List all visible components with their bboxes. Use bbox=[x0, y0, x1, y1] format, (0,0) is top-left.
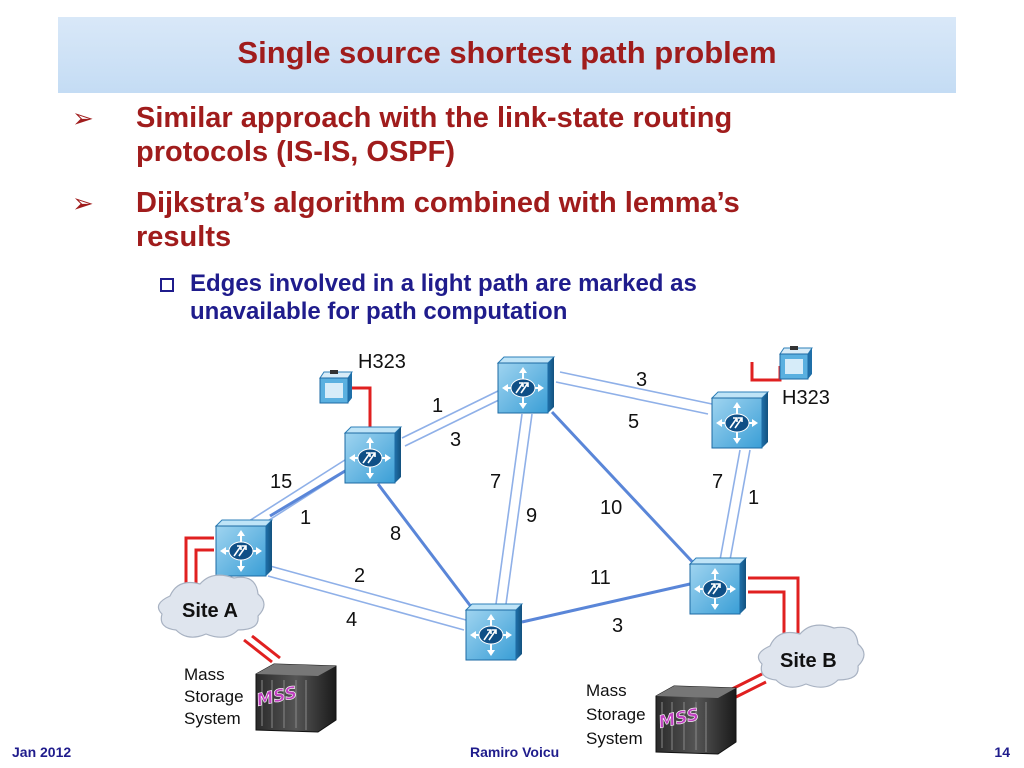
edge-weight: 10 bbox=[600, 497, 622, 519]
mass-storage-right: MSS Mass Storage System bbox=[586, 681, 737, 755]
sub-bullet-line2: unavailable for path computation bbox=[190, 298, 568, 325]
edge-weight: 1 bbox=[300, 507, 311, 529]
edge-weight: 9 bbox=[526, 505, 537, 527]
site-a-cloud: Site A bbox=[157, 574, 265, 638]
edge-weights: 1 3 3 5 15 1 7 9 10 7 1 8 2 4 11 3 bbox=[270, 369, 759, 637]
site-b-label: Site B bbox=[780, 650, 837, 672]
bullet-arrow-icon: ➢ bbox=[72, 189, 94, 219]
edge-weight: 1 bbox=[748, 487, 759, 509]
router-icon bbox=[497, 356, 555, 414]
router-icon bbox=[711, 391, 769, 449]
bullet-1-line2: protocols (IS-IS, OSPF) bbox=[136, 136, 456, 168]
router-icon bbox=[689, 557, 747, 615]
edge-weight: 2 bbox=[354, 565, 365, 587]
edge-weight: 8 bbox=[390, 523, 401, 545]
h323-left-label: H323 bbox=[358, 351, 406, 373]
h323-right-label: H323 bbox=[782, 387, 830, 409]
router-icon bbox=[344, 426, 402, 484]
footer-author: Ramiro Voicu bbox=[470, 744, 560, 760]
edge-weight: 3 bbox=[450, 429, 461, 451]
footer-date: Jan 2012 bbox=[12, 744, 72, 760]
mss-right-line1: Mass bbox=[586, 681, 627, 700]
site-a-label: Site A bbox=[182, 600, 238, 622]
title-bar: Single source shortest path problem bbox=[58, 17, 956, 93]
h323-terminal-icon bbox=[319, 370, 353, 404]
mss-left-line2: Storage bbox=[184, 687, 244, 706]
slide-title: Single source shortest path problem bbox=[237, 35, 777, 70]
site-b-cloud: Site B bbox=[757, 624, 865, 688]
mass-storage-left: MSS Mass Storage System bbox=[184, 663, 337, 733]
router-icon bbox=[465, 603, 523, 661]
bullet-1-line1: Similar approach with the link-state rou… bbox=[136, 102, 733, 134]
sub-bullet-line1: Edges involved in a light path are marke… bbox=[190, 270, 697, 297]
mss-right-line2: Storage bbox=[586, 705, 646, 724]
edge-weight: 3 bbox=[636, 369, 647, 391]
bullet-arrow-icon: ➢ bbox=[72, 104, 94, 134]
edge-weight: 7 bbox=[490, 471, 501, 493]
bullet-2: Dijkstra’s algorithm combined with lemma… bbox=[136, 186, 740, 254]
bullet-1: Similar approach with the link-state rou… bbox=[136, 101, 732, 169]
mss-left-line1: Mass bbox=[184, 665, 225, 684]
access-links bbox=[184, 362, 800, 700]
bullet-2-line1: Dijkstra’s algorithm combined with lemma… bbox=[136, 187, 740, 219]
router-icon bbox=[215, 519, 273, 577]
mss-left-line3: System bbox=[184, 709, 241, 728]
edge-weight: 11 bbox=[590, 567, 611, 589]
footer-page-number: 14 bbox=[994, 744, 1010, 760]
mss-right-line3: System bbox=[586, 729, 643, 748]
edge-weight: 5 bbox=[628, 411, 639, 433]
parallel-links bbox=[237, 371, 751, 631]
checkbox-bullet-icon bbox=[160, 278, 174, 292]
edge-weight: 1 bbox=[432, 395, 443, 417]
bullet-2-line2: results bbox=[136, 221, 232, 253]
single-links bbox=[269, 410, 702, 624]
edge-weight: 3 bbox=[612, 615, 623, 637]
edge-weight: 4 bbox=[346, 609, 357, 631]
edge-weight: 15 bbox=[270, 471, 292, 493]
h323-terminal-icon bbox=[779, 346, 813, 380]
edge-weight: 7 bbox=[712, 471, 723, 493]
sub-bullet: Edges involved in a light path are marke… bbox=[190, 270, 697, 326]
